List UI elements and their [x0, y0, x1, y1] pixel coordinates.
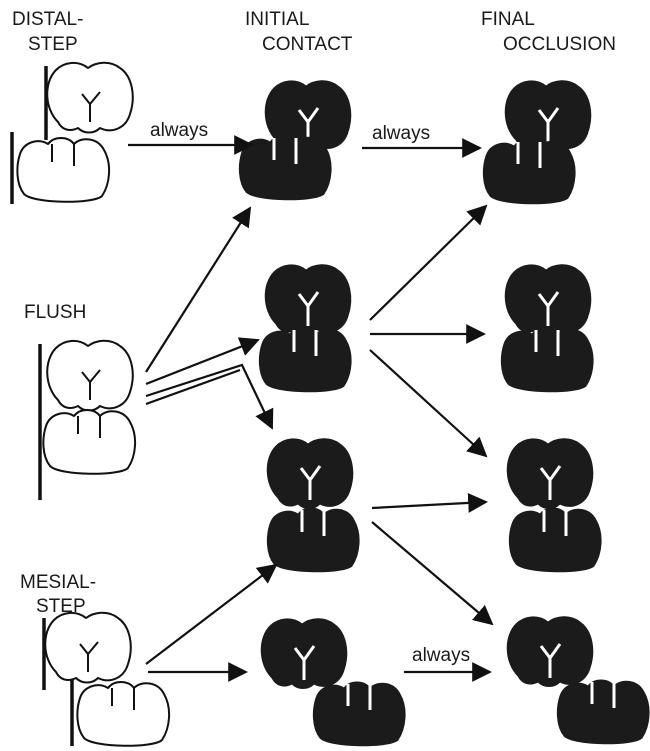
- mesial-step-teeth: [44, 613, 169, 746]
- distal-step-label-line1: DISTAL-: [12, 9, 83, 30]
- mesial-step-label-line1: MESIAL-: [20, 572, 96, 593]
- initial-contact-distal: [239, 81, 350, 200]
- initial-contact-mesial: [261, 619, 405, 746]
- final-occlusion-2: [501, 265, 593, 392]
- initial-contact-cusp-to-cusp: [267, 439, 359, 572]
- arrow-initial-cusp-to-final-4: [372, 522, 492, 624]
- arrow-flush-to-initial-distal: [146, 208, 250, 372]
- final-occlusion-1: [483, 81, 590, 204]
- arrow-label-mesial-always: always: [412, 645, 470, 666]
- initial-contact-label-line1: INITIAL: [245, 9, 309, 30]
- arrow-initial-flush-to-final-1: [370, 206, 486, 320]
- distal-step-label-line2: STEP: [28, 34, 78, 55]
- initial-contact-label-line2: CONTACT: [262, 34, 353, 55]
- initial-contact-flush: [259, 265, 351, 392]
- flush-teeth: [40, 341, 135, 500]
- arrow-initial-cusp-to-final-3: [372, 502, 486, 508]
- arrow-initial-flush-to-final-3: [370, 350, 486, 456]
- final-occlusion-3: [507, 439, 601, 572]
- flush-label: FLUSH: [24, 302, 86, 323]
- arrow-label-initial-always: always: [372, 123, 430, 144]
- final-occlusion-label-line1: FINAL: [481, 9, 535, 30]
- arrow-mesial-to-initial-cusp: [146, 565, 276, 664]
- arrow-flush-lower: [146, 370, 240, 404]
- distal-step-teeth: [12, 63, 133, 204]
- final-occlusion-4: [507, 617, 649, 744]
- final-occlusion-label-line2: OCCLUSION: [503, 34, 616, 55]
- arrow-label-distal-always: always: [150, 120, 208, 141]
